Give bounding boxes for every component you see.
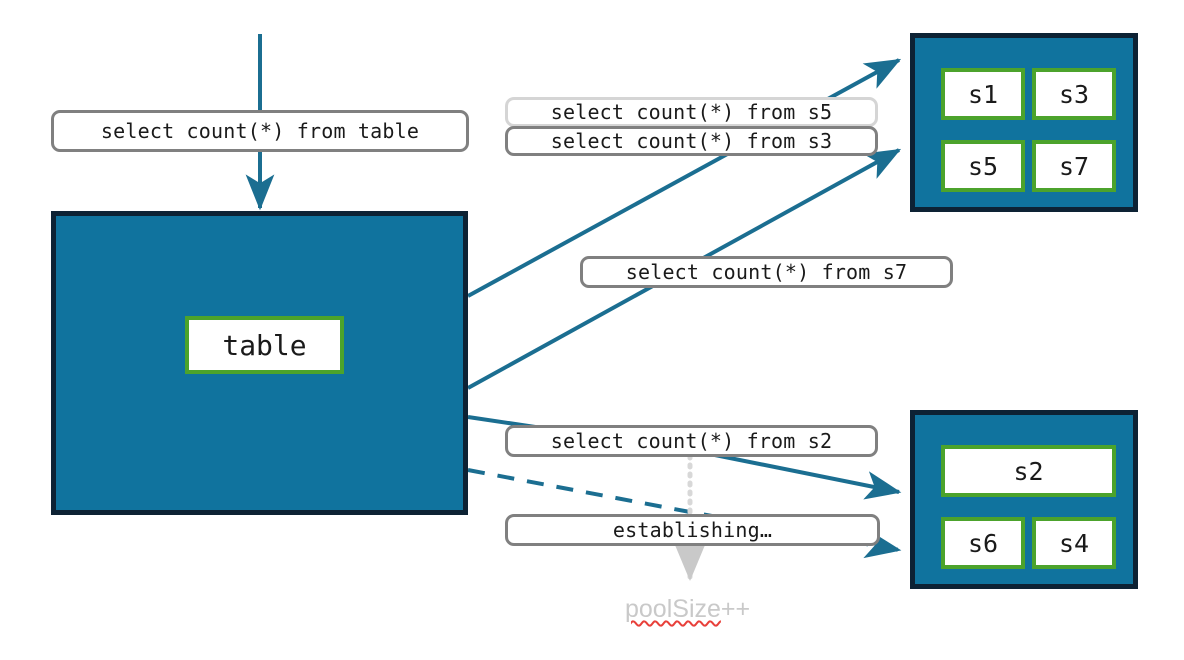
pool-size-increment-word: poolSize <box>625 595 721 623</box>
node-s4[interactable]: s4 <box>1032 517 1116 569</box>
query-pill-s3[interactable]: select count(*) from s3 <box>505 126 878 156</box>
pool-box-bottom: s2 s6 s4 <box>910 410 1138 589</box>
status-pill-establishing-label: establishing… <box>612 518 773 542</box>
node-s7-label: s7 <box>1058 151 1090 181</box>
source-query-pill[interactable]: select count(*) from table <box>51 110 469 152</box>
node-s3[interactable]: s3 <box>1032 68 1116 120</box>
table-container-box: table <box>51 211 468 515</box>
node-table-label: table <box>222 328 307 362</box>
status-pill-establishing[interactable]: establishing… <box>505 514 880 546</box>
source-query-label: select count(*) from table <box>100 119 420 143</box>
node-s7[interactable]: s7 <box>1032 140 1116 192</box>
query-pill-s7[interactable]: select count(*) from s7 <box>580 256 953 288</box>
query-pill-s7-label: select count(*) from s7 <box>625 260 908 284</box>
node-s2[interactable]: s2 <box>941 445 1116 497</box>
query-pill-s2[interactable]: select count(*) from s2 <box>505 425 878 457</box>
query-pill-s5[interactable]: select count(*) from s5 <box>505 97 878 127</box>
node-s1-label: s1 <box>967 79 999 109</box>
node-s5-label: s5 <box>967 151 999 181</box>
node-s4-label: s4 <box>1058 528 1090 558</box>
node-s1[interactable]: s1 <box>941 68 1025 120</box>
node-s6[interactable]: s6 <box>941 517 1025 569</box>
pool-size-increment-operator: ++ <box>720 595 751 623</box>
pool-box-top: s1 s3 s5 s7 <box>910 33 1138 212</box>
query-pill-s2-label: select count(*) from s2 <box>550 429 833 453</box>
node-s6-label: s6 <box>967 528 999 558</box>
pool-size-increment-annotation: poolSize++ <box>625 595 750 624</box>
node-s3-label: s3 <box>1058 79 1090 109</box>
query-pill-s3-label: select count(*) from s3 <box>550 129 833 153</box>
node-s2-label: s2 <box>1013 456 1044 486</box>
node-s5[interactable]: s5 <box>941 140 1025 192</box>
query-pill-s5-label: select count(*) from s5 <box>550 100 833 124</box>
node-table[interactable]: table <box>185 316 344 374</box>
